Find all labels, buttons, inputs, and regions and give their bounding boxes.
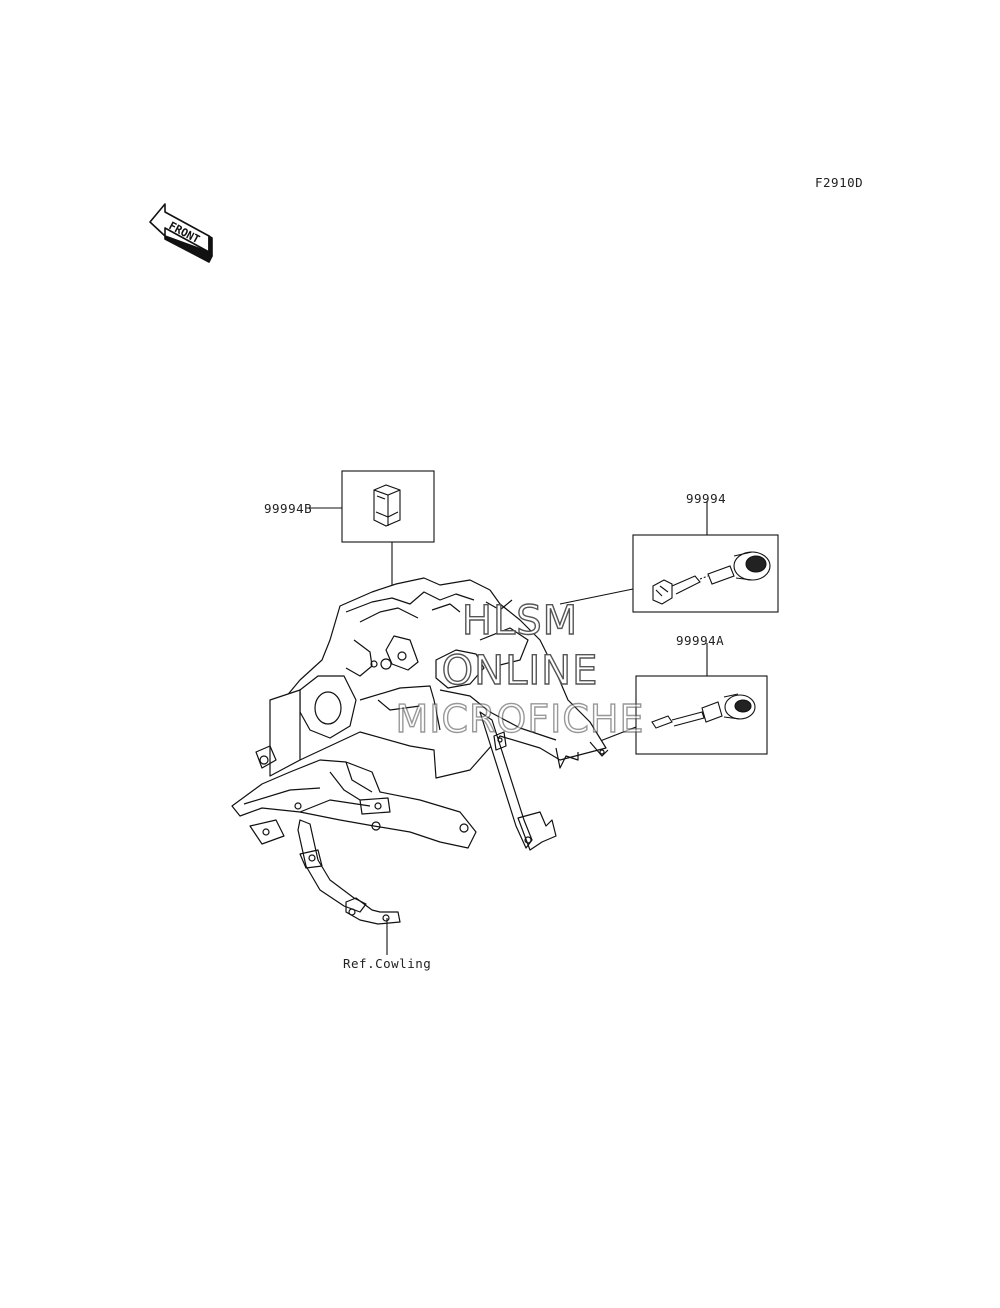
part-box-99994: [559, 501, 779, 613]
front-arrow-icon: FRONT: [149, 203, 213, 263]
ref-cowling-label: Ref.Cowling: [343, 956, 432, 971]
part-box-99994b: [309, 470, 435, 600]
power-socket-icon: [652, 551, 771, 605]
part-label-99994[interactable]: 99994: [686, 491, 727, 506]
figure-code: F2910D: [815, 175, 864, 190]
watermark-line-1: HLSM: [461, 597, 579, 644]
watermark-line-2: ONLINE: [441, 647, 599, 694]
meter-stay-frame: [231, 577, 609, 925]
watermark-line-3: MICROFICHE: [395, 696, 645, 741]
part-label-99994b[interactable]: 99994B: [264, 501, 313, 516]
power-socket-lead-icon: [651, 693, 756, 729]
part-label-99994a[interactable]: 99994A: [676, 633, 725, 648]
relay-icon: [373, 484, 401, 527]
